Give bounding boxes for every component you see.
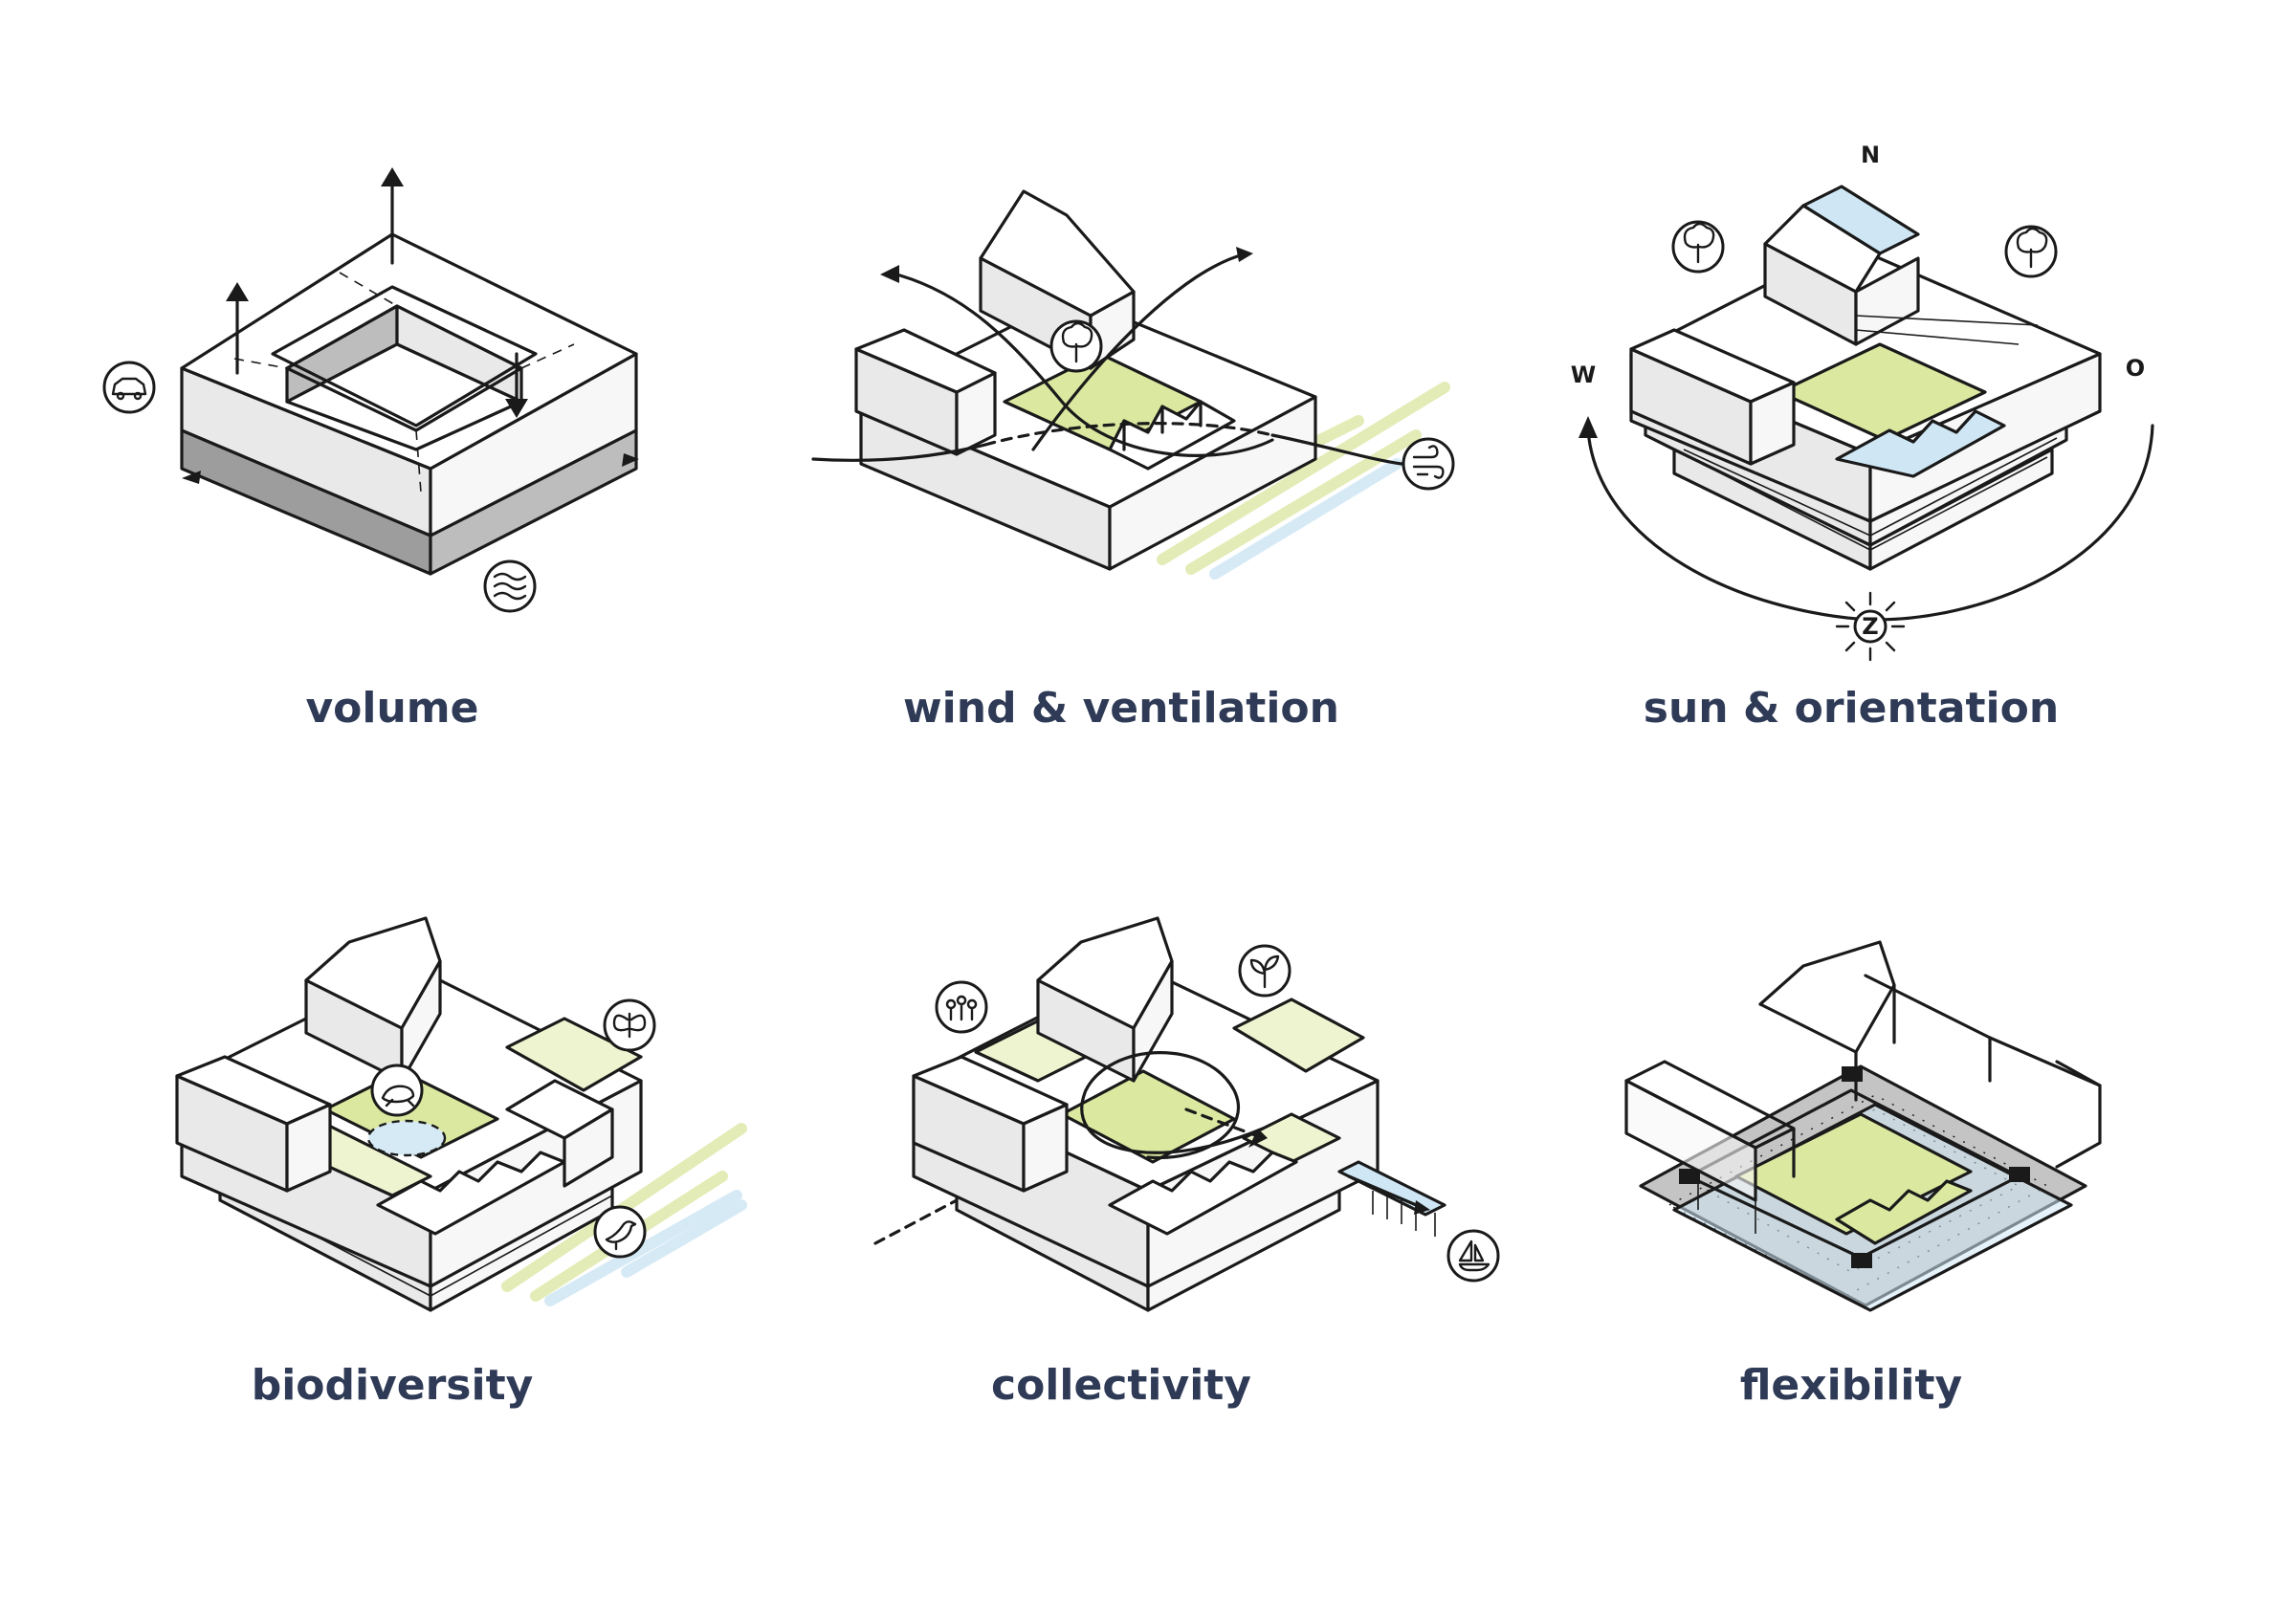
compass-east: O [2126, 355, 2145, 382]
butterfly-icon [603, 998, 656, 1052]
sun-icon [1835, 591, 1906, 662]
panel-volume: volume [102, 167, 639, 733]
car-icon [102, 361, 156, 414]
panel-collectivity: collectivity [873, 916, 1500, 1410]
tree-icon [2004, 225, 2058, 278]
panel-biodiversity: biodiversity [175, 916, 747, 1410]
label-biodiversity: biodiversity [252, 1361, 534, 1410]
label-collectivity: collectivity [991, 1361, 1251, 1410]
plant-icon [1238, 944, 1292, 998]
bird-icon [593, 1205, 647, 1259]
tree-icon [1049, 319, 1103, 373]
label-flexibility: flexibility [1740, 1361, 1962, 1410]
tree-icon [1671, 220, 1725, 274]
panel-wind-ventilation: wind & ventilation [811, 189, 1455, 733]
people-icon [935, 980, 988, 1034]
compass-south: Z [1862, 613, 1878, 640]
compass-west: W [1571, 362, 1596, 388]
panel-flexibility: flexibility [1624, 940, 2102, 1410]
label-sun-orientation: sun & orientation [1644, 684, 2059, 733]
water-waves-icon [483, 559, 537, 613]
compass-north: N [1861, 142, 1880, 168]
sailboat-icon [1446, 1229, 1500, 1283]
wind-icon [1402, 437, 1455, 491]
panel-sun-orientation: Z N W O sun & orientation [1571, 142, 2154, 733]
label-wind-ventilation: wind & ventilation [903, 684, 1339, 733]
label-volume: volume [305, 684, 478, 733]
frog-icon [370, 1064, 424, 1117]
